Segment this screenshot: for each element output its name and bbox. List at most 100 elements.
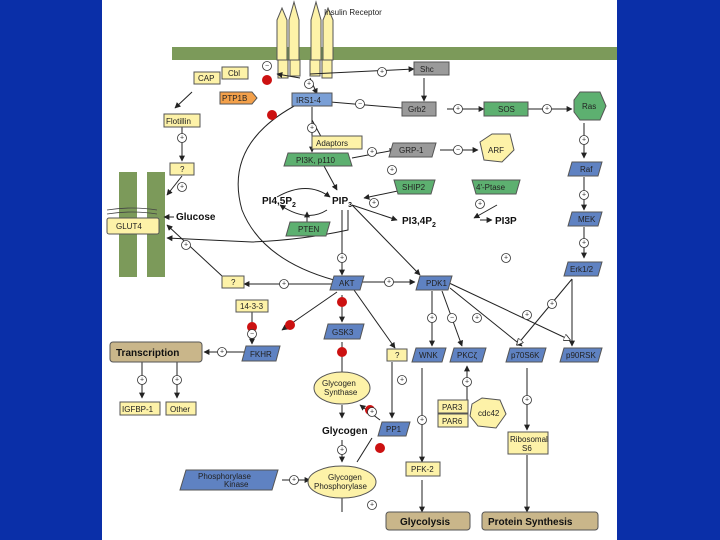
node-cdc42-box: [469, 397, 507, 429]
pathway-canvas: Insulin Receptor: [102, 0, 617, 540]
plus-sign: [472, 313, 482, 323]
node-q3-box: [386, 348, 408, 362]
plus-sign-label: +: [310, 125, 314, 132]
node-wnk: WNK: [419, 351, 438, 360]
plus-sign: [137, 375, 147, 385]
node-mek: MEK: [578, 215, 596, 224]
node-igfbp1-box: [119, 401, 161, 416]
node-fkhr-box: [241, 345, 281, 362]
node-glycogen: Glycogen: [322, 426, 368, 437]
plus-sign: [337, 253, 347, 263]
node-glycogen-synthase-2: Synthase: [324, 388, 358, 397]
pathway-nodes: CAP Cbl PTP1B IRS1-4 Shc Grb2 SOS Ras Fl…: [106, 61, 607, 531]
node-adaptors-box: [311, 135, 363, 150]
node-pip3: PIP3: [332, 196, 352, 209]
node-arf: ARF: [488, 146, 504, 155]
node-flotillin: Flotillin: [166, 117, 191, 126]
plus-sign-label: +: [430, 315, 434, 322]
node-p90rsk: p90RSK: [566, 351, 596, 360]
node-ptase: 4'-Ptase: [476, 183, 506, 192]
plus-sign: [337, 445, 347, 455]
inhibitor-dot: [247, 322, 257, 332]
node-cdc42: cdc42: [478, 409, 500, 418]
node-p70s6k-box: [505, 347, 547, 363]
node-grp1-box: [388, 142, 437, 158]
insulin-receptor-icon: [276, 0, 334, 79]
node-transcription-box: [109, 341, 203, 363]
node-q2: ?: [231, 278, 236, 287]
plus-sign-label: +: [180, 184, 184, 191]
plus-sign-label: +: [387, 279, 391, 286]
plus-sign-label: +: [220, 349, 224, 356]
plus-sign-label: +: [307, 81, 311, 88]
inhibitor-dot: [285, 320, 295, 330]
node-pfk2-box: [405, 461, 441, 477]
plus-sign-label: +: [456, 106, 460, 113]
plus-sign: [304, 79, 314, 89]
plus-sign: [579, 190, 589, 200]
plus-sign: [217, 347, 227, 357]
node-cap: CAP: [198, 74, 214, 83]
node-pfk2: PFK-2: [411, 465, 434, 474]
node-pdk1: PDK1: [426, 279, 447, 288]
node-par6: PAR6: [442, 417, 463, 426]
glut4-channel-icon: [106, 207, 158, 215]
plus-sign-label: +: [292, 477, 296, 484]
node-pi3k: PI3K, p110: [296, 156, 336, 165]
node-par6-box: [437, 413, 469, 428]
plus-sign: [387, 165, 397, 175]
node-pi34p2: PI3,4P2: [402, 216, 436, 229]
node-glut4-box: [106, 217, 160, 235]
node-pten: PTEN: [298, 225, 320, 234]
node-glycogen-phosphorylase-2: Phosphorylase: [314, 482, 367, 491]
plus-sign: [501, 253, 511, 263]
minus-sign: [247, 329, 257, 339]
plus-sign: [547, 299, 557, 309]
node-cbl: Cbl: [228, 69, 240, 78]
minus-sign-label: −: [358, 101, 362, 108]
plus-sign: [462, 377, 472, 387]
node-q1: ?: [180, 165, 185, 174]
plus-sign: [367, 147, 377, 157]
node-par3-box: [437, 399, 469, 414]
plus-sign: [417, 415, 427, 425]
node-glycolysis-box: [385, 511, 471, 531]
sign-markers: −++−++++++−+++++++++++++−++−+++++++++++: [137, 61, 589, 510]
node-mek-box: [567, 211, 603, 227]
node-ptp1b: PTP1B: [222, 94, 247, 103]
node-q3: ?: [395, 351, 400, 360]
cell-membrane: [172, 47, 617, 60]
minus-sign-label: −: [450, 315, 454, 322]
node-cap-box: [193, 71, 221, 85]
plus-sign-label: +: [545, 106, 549, 113]
inhibitor-dot: [375, 443, 385, 453]
node-ribosomal-s6-1: Ribosomal: [510, 435, 548, 444]
plus-sign-label: +: [180, 135, 184, 142]
node-raf-box: [567, 161, 603, 177]
node-glycogen-phosphorylase-1: Glycogen: [328, 473, 362, 482]
node-pi3p: PI3P: [495, 216, 517, 227]
plus-sign: [397, 375, 407, 385]
plus-sign: [542, 104, 552, 114]
plus-sign-label: +: [550, 301, 554, 308]
node-grb2-box: [401, 101, 437, 117]
minus-sign-label: −: [250, 331, 254, 338]
plus-sign-label: +: [390, 167, 394, 174]
node-adaptors: Adaptors: [316, 139, 348, 148]
node-ptase-box: [471, 179, 521, 195]
plus-sign-label: +: [380, 69, 384, 76]
node-phosphorylase-kinase-2: Kinase: [224, 480, 249, 489]
minus-sign: [262, 61, 272, 71]
node-grb2: Grb2: [408, 105, 426, 114]
plus-sign: [181, 240, 191, 250]
minus-sign-label: −: [265, 63, 269, 70]
node-protein-synthesis-box: [481, 511, 599, 531]
plus-sign-label: +: [582, 192, 586, 199]
plus-sign-label: +: [420, 417, 424, 424]
node-sos: SOS: [498, 105, 515, 114]
plus-sign-label: +: [372, 200, 376, 207]
node-glycogen-synthase-box: [313, 371, 371, 405]
node-pi3k-box: [283, 152, 353, 167]
inhibitor-dot: [337, 347, 347, 357]
plus-sign: [579, 238, 589, 248]
